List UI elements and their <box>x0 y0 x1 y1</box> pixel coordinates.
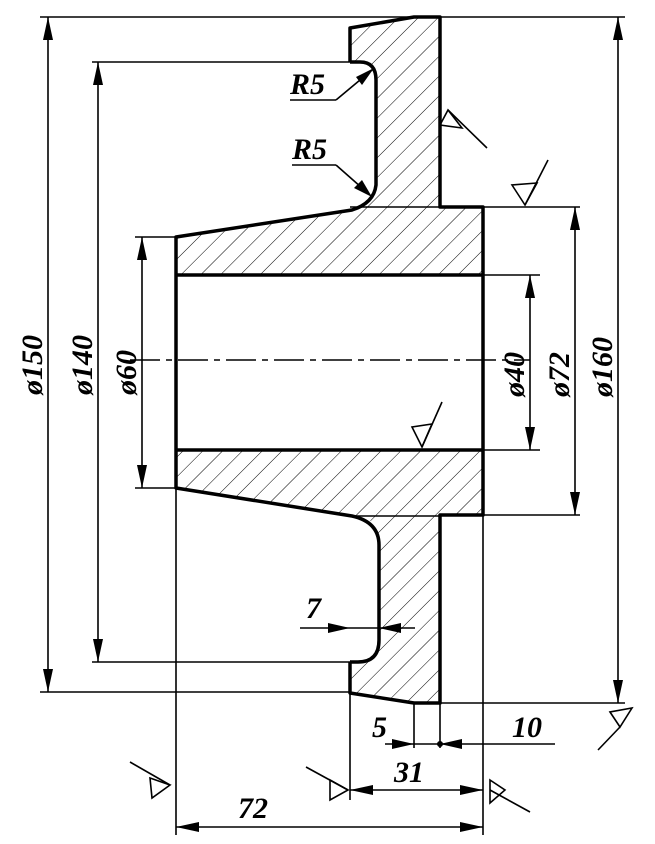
dim-5: 5 <box>372 711 387 744</box>
section-hatching <box>176 17 483 703</box>
dim-phi40: ø40 <box>498 352 531 398</box>
dimension-labels: ø150 ø140 ø60 ø40 ø72 ø160 R5 R5 7 5 10 … <box>16 68 619 825</box>
roughness-symbols <box>129 108 634 813</box>
dim-7: 7 <box>306 592 322 625</box>
dim-phi72: ø72 <box>543 352 576 398</box>
dim-r5-top: R5 <box>289 68 325 101</box>
dim-31: 31 <box>393 756 424 789</box>
dim-72: 72 <box>238 792 268 825</box>
dim-phi160: ø160 <box>586 337 619 398</box>
dim-phi60: ø60 <box>110 350 143 396</box>
dim-phi150: ø150 <box>16 335 49 396</box>
dim-10: 10 <box>512 711 542 744</box>
dim-phi140: ø140 <box>66 335 99 396</box>
dimension-lines <box>43 17 623 832</box>
dim-r5-bottom: R5 <box>291 133 327 166</box>
